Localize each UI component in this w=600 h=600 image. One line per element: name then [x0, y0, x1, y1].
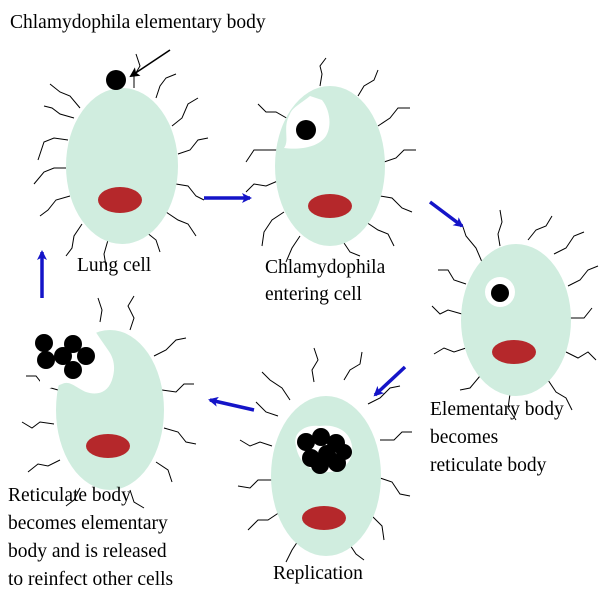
title-label: Chlamydophila elementary body [10, 12, 266, 33]
cell-replication [237, 347, 412, 563]
lung-cell-label: Lung cell [77, 255, 152, 276]
elementary-body-cluster [297, 428, 352, 474]
cell-release-cilia [21, 295, 197, 509]
cell-entering-nucleus [308, 194, 352, 218]
release-label-line-3: body and is released [8, 541, 167, 562]
entering-label-line-2: entering cell [265, 284, 362, 305]
reticulate-label-line-2: becomes [430, 427, 499, 448]
cell-replication-cilia [237, 347, 412, 563]
reticulate-label-line-1: Elementary body [430, 399, 564, 420]
cell-lung-body [66, 88, 178, 244]
cell-replication-body [271, 396, 381, 556]
replication-label: Replication [273, 563, 363, 584]
release-label-line-1: Reticulate body [8, 485, 131, 506]
released-elementary-bodies [35, 334, 95, 379]
release-label-line-4: to reinfect other cells [8, 569, 174, 590]
elementary-body [296, 120, 316, 140]
cell-lung-nucleus [98, 187, 142, 213]
release-label-line-2: becomes elementary [8, 513, 168, 534]
cell-reticulate-cilia [431, 209, 599, 421]
elementary-body [106, 70, 126, 90]
cell-reticulate [431, 209, 599, 421]
cell-entering-body [275, 86, 385, 246]
arrow-entering-to-reticulate [428, 200, 464, 228]
cell-release-nucleus [86, 434, 130, 458]
cell-release-rupture [40, 326, 115, 394]
arrow-reticulate-to-replication [373, 365, 407, 397]
cell-release [21, 295, 197, 509]
cell-reticulate-body [461, 244, 571, 396]
cell-replication-nucleus [302, 506, 346, 530]
cell-entering [245, 57, 416, 263]
cell-reticulate-nucleus [492, 340, 536, 364]
cycle-arrows [37, 193, 464, 412]
cell-lung [33, 53, 209, 267]
entering-label-line-1: Chlamydophila [265, 257, 386, 278]
reticulate-label-line-3: reticulate body [430, 455, 547, 476]
cell-entering-cilia [245, 57, 416, 263]
arrow-replication-to-release [208, 396, 255, 412]
elementary-body [491, 284, 509, 302]
title-pointer-arrow [129, 49, 171, 78]
